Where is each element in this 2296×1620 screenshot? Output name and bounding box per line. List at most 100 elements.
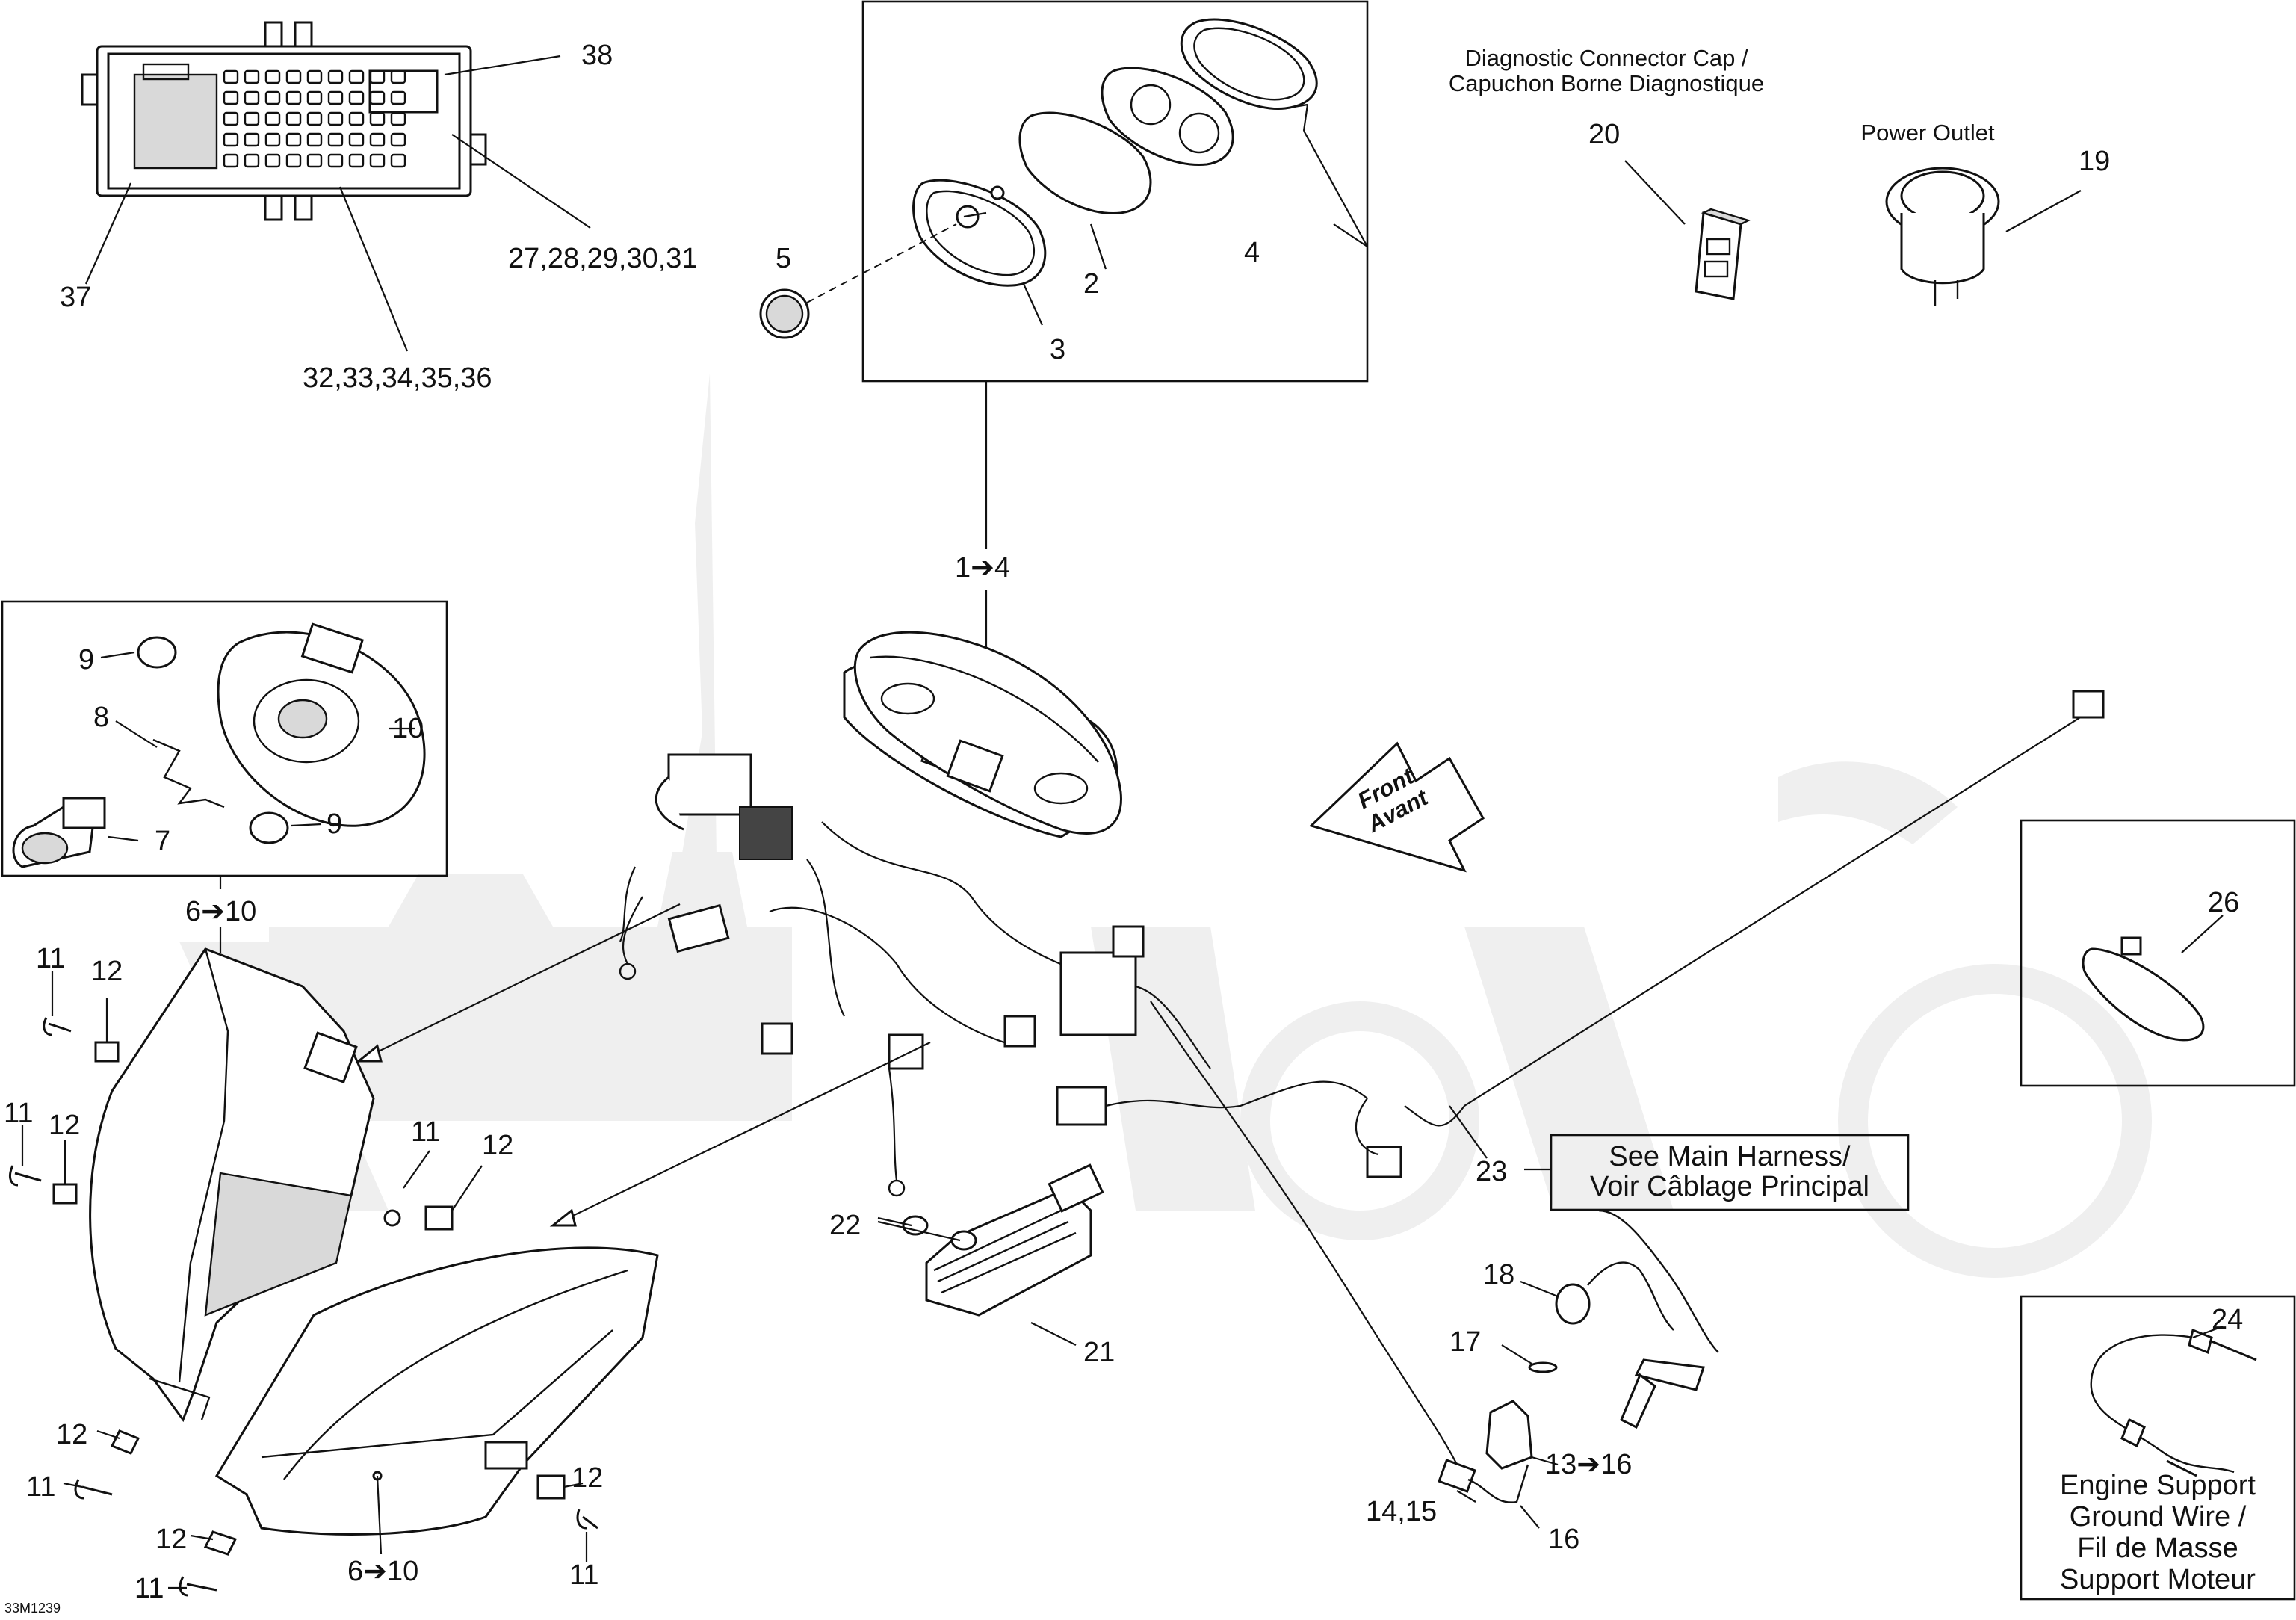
callout-16: 16 [1548,1524,1579,1555]
callout-11-a: 11 [36,943,65,974]
callout-2: 2 [1083,268,1099,300]
fuse-slot [244,153,260,168]
callout-12-a: 12 [91,956,123,987]
fuse-slot [223,69,239,84]
engine-ground-label-line1: Engine Support [2060,1470,2256,1501]
fuse-slot [369,111,386,126]
fuse-slot [264,90,281,105]
callout-9-top: 9 [78,644,94,675]
callout-19: 19 [2079,146,2110,177]
fuse-slot [264,153,281,168]
gauge-exploded [912,18,1318,287]
callout-9-bottom: 9 [327,809,342,840]
fuse-slot [285,90,302,105]
fuse-slot [369,90,386,105]
headlight-bulb-group-frame [1,600,448,877]
callout-10: 10 [392,713,424,744]
fuse-slot [285,153,302,168]
fuse-slot [244,111,260,126]
see-main-harness-line1: See Main Harness/ [1609,1141,1851,1172]
nuts-22 [902,1215,977,1251]
diagnostic-cap-label-line1: Diagnostic Connector Cap / [1464,45,1748,71]
callout-8: 8 [93,702,109,733]
engine-ground-wire [2090,1328,2257,1477]
callout-26: 26 [2208,887,2239,918]
cable-tie-26 [2082,936,2205,1042]
fuse-slot [264,69,281,84]
front-arrow [1309,741,1485,873]
gauge-group-frame [861,0,1369,383]
power-outlet [1885,167,2000,306]
fuse-slot [327,90,344,105]
callout-14-15: 14,15 [1366,1496,1437,1527]
callout-21: 21 [1083,1337,1115,1368]
diagnostic-connector-cap [1695,208,1751,300]
callout-11-c: 11 [411,1116,440,1148]
fuse-slot [285,69,302,84]
fuse-slot [306,69,323,84]
callout-22: 22 [829,1210,861,1241]
fuse-slot [390,69,406,84]
callout-11-b: 11 [4,1098,33,1129]
callout-12-f: 12 [572,1462,603,1494]
callout-12-b: 12 [49,1110,80,1141]
callout-32-36: 32,33,34,35,36 [303,362,492,394]
callout-11-d: 11 [26,1471,55,1503]
watermark [179,374,2152,1278]
fuse-slot [223,111,239,126]
fuse-slot [264,132,281,147]
headlight-left [89,947,375,1423]
callout-5: 5 [776,243,791,274]
fuse-slot [390,153,406,168]
fuse-slot [390,132,406,147]
fuse-slot [306,111,323,126]
callout-37: 37 [60,282,91,313]
fuse-slot [244,69,260,84]
callout-6-10-bottom: 6➔10 [347,1556,418,1587]
fuse-slot [369,153,386,168]
callout-17: 17 [1449,1326,1481,1358]
engine-ground-label-line2: Ground Wire / [2070,1501,2247,1533]
callout-24: 24 [2212,1304,2243,1335]
callout-1-4: 1➔4 [955,552,1010,584]
engine-ground-wire-frame [2020,1295,2296,1601]
reference-code: 33M1239 [4,1601,61,1616]
callout-6-10-top: 6➔10 [185,896,256,927]
callout-23: 23 [1476,1156,1507,1187]
fuse-slot [244,132,260,147]
fuse-slot [348,111,365,126]
callouts: 38 37 27,28,29,30,31 32,33,34,35,36 5 2 … [4,40,2243,1604]
callout-18: 18 [1483,1259,1514,1290]
fuse-slot [369,69,386,84]
fuse-slot [327,111,344,126]
power-outlet-label: Power Outlet [1860,120,1995,146]
callout-7: 7 [155,826,170,857]
fuse-slot [348,90,365,105]
engine-ground-label-line3: Fil de Masse [2077,1533,2238,1564]
part-26-frame [2020,819,2296,1087]
fuse-slot [306,90,323,105]
fuse-slot [306,153,323,168]
engine-ground-label-line4: Support Moteur [2060,1564,2256,1595]
fuse-slot [390,111,406,126]
fuse-slot [223,132,239,147]
fasteners [9,1017,598,1597]
fuse-slot [223,90,239,105]
tether-switch [1438,1209,1719,1503]
instrument-cluster [853,631,1122,835]
diagnostic-cap-label-line2: Capuchon Borne Diagnostique [1449,70,1764,96]
fuse-slot [223,153,239,168]
callout-3: 3 [1050,334,1065,365]
callout-11-e: 11 [134,1573,164,1604]
fuse-slot [285,132,302,147]
fuse-slot [327,153,344,168]
callout-11-f: 11 [569,1559,598,1591]
see-main-harness-box [1550,1134,1910,1211]
callout-12-c: 12 [482,1130,513,1161]
headlight-right [214,1246,659,1536]
voltage-regulator [925,1163,1104,1317]
callout-4: 4 [1244,237,1260,268]
fuse-box [81,21,487,221]
fuse-slot [285,111,302,126]
